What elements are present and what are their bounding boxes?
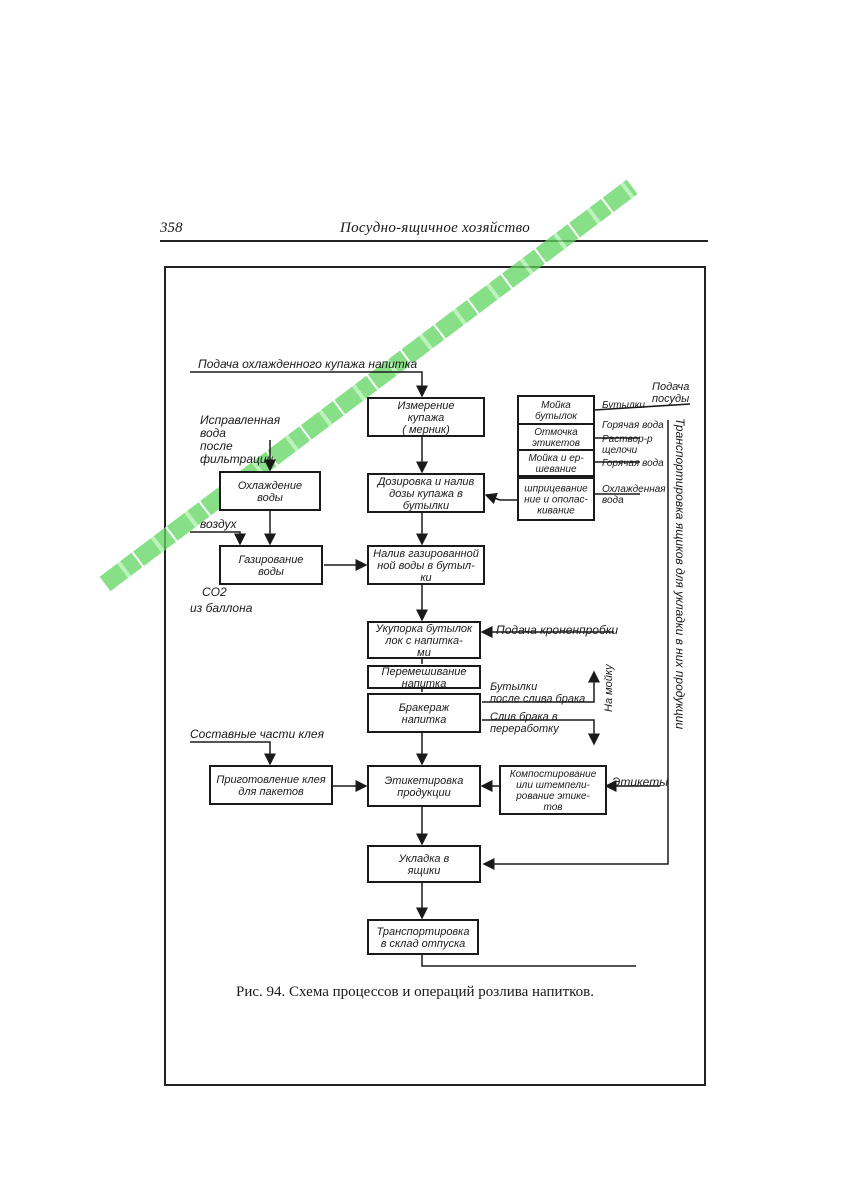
flow-arrow	[190, 371, 428, 398]
box-text: ми	[417, 647, 431, 659]
flow-arrow	[593, 403, 691, 411]
page-number: 358	[160, 220, 183, 236]
filtered-water-label: вода	[200, 426, 226, 440]
chilled-water-label: Охлажденная	[602, 484, 666, 495]
drain-reject-label: переработку	[490, 723, 560, 735]
glue-parts-label: Составные части клея	[190, 727, 325, 741]
running-title: Посудно-ящичное хозяйство	[340, 220, 531, 236]
figure-frame	[164, 266, 706, 1086]
box-text: ки	[420, 572, 431, 584]
figure-caption: Рис. 94. Схема процессов и операций розл…	[236, 984, 594, 1000]
flow-arrow	[190, 741, 276, 766]
air-label: воздух	[200, 517, 237, 531]
chilled-water-label: вода	[602, 495, 624, 506]
box-text: ящики	[407, 865, 441, 877]
bottles-label: Бутылки	[602, 400, 645, 411]
labels-in-label: Этикеты	[612, 775, 668, 789]
crate-transport-label: Транспортировка ящиков для укладки в них…	[673, 418, 687, 729]
box-text: лок с напитка-	[384, 635, 463, 647]
box-text: купажа	[408, 412, 445, 424]
box-text: Дозировка и налив	[376, 476, 475, 488]
box-text: Транспортировка	[376, 926, 469, 938]
crown-caps-label: Подача кроненпробки	[496, 623, 618, 637]
box-text: напитка	[402, 714, 447, 726]
box-text: Укладка в	[398, 853, 450, 865]
box-text: Компостирование	[510, 769, 597, 780]
box-text: кивание	[537, 506, 575, 517]
box-text: Бракераж	[399, 702, 450, 714]
filtered-water-label: после	[200, 439, 233, 453]
flow-arrow	[482, 670, 600, 703]
box-text: Отмочка	[534, 427, 578, 438]
drain-reject-label: Слив брака в	[490, 711, 558, 723]
hot-water-label: Горячая вода	[602, 420, 664, 431]
box-text: для пакетов	[238, 786, 304, 798]
box-text: ние и ополас-	[524, 495, 588, 506]
flow-arrow	[421, 954, 636, 967]
supply-dishes-label: посуды	[652, 393, 689, 405]
from-cylinder-label: из баллона	[190, 601, 253, 615]
box-text: Налив газированной	[373, 548, 479, 560]
box-text: шевание	[535, 464, 576, 475]
flow-arrow	[482, 719, 600, 746]
box-text: тов	[544, 802, 563, 813]
box-text: в склад отпуска	[381, 938, 466, 950]
box-text: продукции	[397, 787, 450, 799]
bottles-after-label: Бутылки	[490, 681, 537, 693]
box-text: дозы купажа в	[389, 488, 463, 500]
box-text: этикетов	[532, 438, 580, 449]
filtered-water-label: Исправленная	[200, 413, 281, 427]
box-text: Этикетировка	[385, 775, 464, 787]
box-text: Охлаждение	[238, 480, 302, 492]
box-text: Газирование	[239, 554, 304, 566]
header-rule	[160, 240, 708, 242]
alkali-label: Раствор-р	[602, 434, 653, 445]
box-wash2: Мойка и ер-шевание	[517, 449, 595, 477]
box-text: ( мерник)	[402, 424, 450, 436]
box-text: ной воды в бутыл-	[377, 560, 475, 572]
flow-arrow	[482, 420, 669, 870]
supply-blend-label: Подача охлажденного купажа напитка	[198, 357, 417, 371]
supply-dishes-label: Подача	[652, 381, 689, 393]
box-text: Мойка и ер-	[528, 453, 584, 464]
to-wash-label: На мойку	[603, 663, 615, 712]
box-text: шприцевание	[524, 484, 588, 495]
box-text: бутылок	[535, 410, 578, 422]
co2-label: CO2	[202, 585, 227, 599]
hot-water2-label: Горячая вода	[602, 458, 664, 469]
box-text: Перемешивание	[381, 666, 466, 678]
bottles-after-label: после слива брака	[490, 693, 585, 705]
box-text: Приготовление клея	[216, 774, 325, 786]
box-text: Укупорка бутылок	[375, 623, 473, 635]
box-text: рование этике-	[515, 791, 590, 802]
box-text: напитка	[402, 678, 447, 690]
flow-arrow	[190, 531, 246, 546]
alkali-label: щелочи	[602, 445, 638, 456]
box-text: Измерение	[397, 400, 454, 412]
box-text: воды	[257, 492, 283, 504]
filtered-water-label: фильтрации	[200, 452, 274, 466]
box-text: воды	[258, 566, 284, 578]
box-text: или штемпели-	[516, 780, 590, 791]
box-text: бутылки	[403, 500, 449, 512]
box-text: Мойка	[541, 400, 571, 411]
